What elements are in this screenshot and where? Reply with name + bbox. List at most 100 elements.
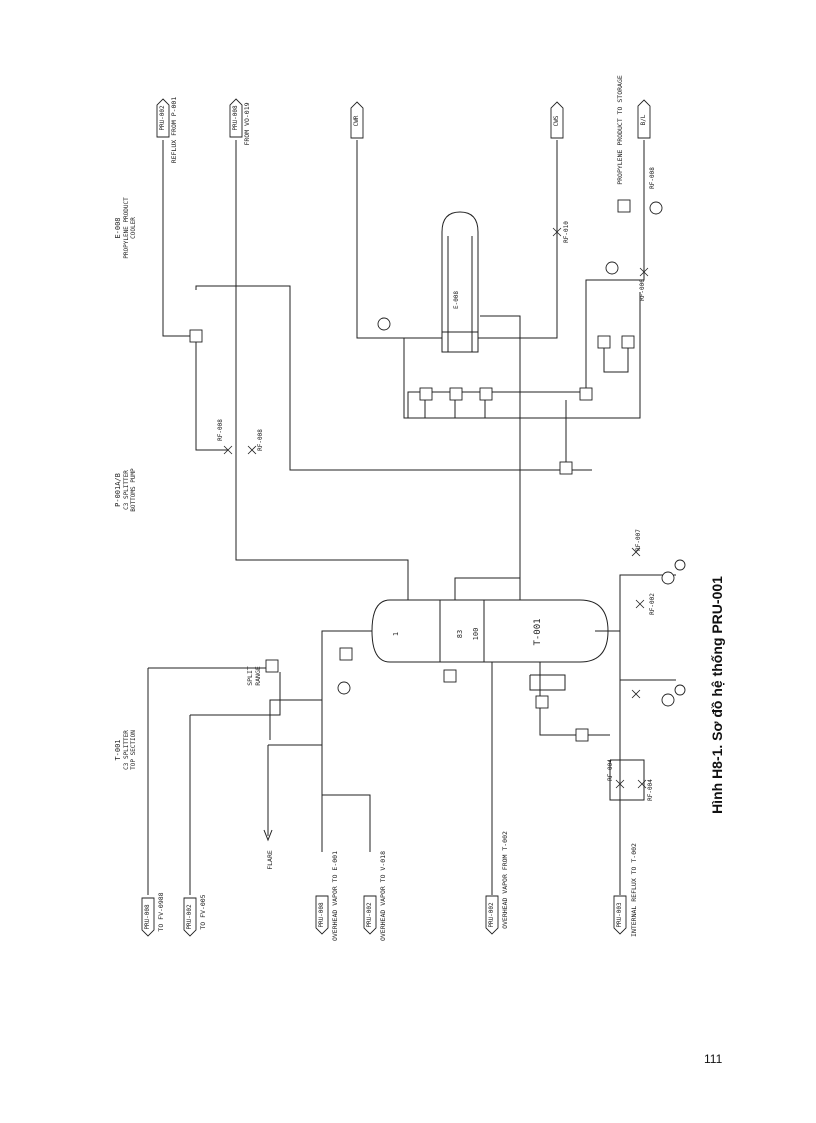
top-connector[interactable]: CWR [350,101,364,139]
instrument-box[interactable] [419,387,433,401]
svg-text:TOP SECTION: TOP SECTION [130,730,137,770]
instrument-box[interactable] [535,695,549,709]
valve-tag: RF-002 [649,593,656,615]
bottom-connector[interactable]: PRU-002 TO FV-005 [183,894,207,937]
instrument-box[interactable] [575,728,589,742]
svg-text:P-001A/B: P-001A/B [114,473,122,507]
tray-100: 100 [472,628,480,641]
top-connector-tag: CWS [553,115,560,126]
svg-text:PROPYLENE PRODUCT: PROPYLENE PRODUCT [123,197,130,259]
bottom-connector-tag: PRU-002 [186,904,193,930]
valve-symbol[interactable] [637,779,647,789]
valve-tag: RF-008 [649,167,656,189]
valve-tags: RF-008 RF-008 RF-010 RF-004 RF-004 RF-00… [217,167,656,801]
bottom-connector-tag: PRU-008 [144,904,151,930]
svg-text:SPLIT: SPLIT [246,666,254,686]
flare-outlet: FLARE [263,829,274,870]
top-connector-label: FROM VO-019 [243,102,251,145]
instrument-circle[interactable] [661,693,675,707]
top-connector-label: PROPYLENE PRODUCT TO STORAGE [616,75,624,185]
top-connector[interactable]: PRU-002 REFLUX FROM P-001 [156,97,178,164]
instrument-box[interactable] [339,647,353,661]
bottom-connector-label: OVERHEAD VAPOR FROM T-002 [501,831,509,929]
valve-tag: RF-008 [257,429,264,451]
instruments [189,199,686,742]
bottom-connector-tag: PRU-003 [616,902,623,928]
exchanger-name: E-008 [453,291,460,309]
bottom-connector[interactable]: PRU-008 OVERHEAD VAPOR TO E-001 [315,851,339,941]
svg-text:C3 SPLITTER: C3 SPLITTER [123,730,130,770]
instrument-box[interactable] [265,659,279,673]
split-range-label: SPLIT RANGE [246,666,262,686]
svg-text:E-008: E-008 [114,217,122,238]
valves [223,227,649,789]
valve-symbol[interactable] [615,779,625,789]
svg-text:RANGE: RANGE [254,666,262,686]
valve-symbol[interactable] [223,445,233,455]
bottom-connector[interactable]: PRU-008 TO FV-0988 [141,892,165,937]
top-connector[interactable]: PRU-008 FROM VO-019 [229,98,251,146]
svg-text:C3 SPLITTER: C3 SPLITTER [123,470,130,510]
svg-text:BOTTOMS PUMP: BOTTOMS PUMP [130,468,137,512]
top-connector-label: REFLUX FROM P-001 [170,97,178,164]
svg-text:COOLER: COOLER [130,217,137,239]
bottom-connector-label: OVERHEAD VAPOR TO V-018 [379,851,387,941]
tray-83: 83 [456,630,464,638]
valve-tag: RF-006 [639,279,646,301]
instrument-box[interactable] [597,335,611,349]
bottom-connector-label: OVERHEAD VAPOR TO E-001 [331,851,339,941]
column-t-001: T-001 1 83 100 [371,599,609,663]
valve-tag: RF-004 [607,759,614,781]
overhead-label: T-001 C3 SPLITTER TOP SECTION [114,730,137,770]
exchanger-e-008: E-008 [441,211,479,353]
top-connector[interactable]: CWS [550,101,564,139]
page-number: 111 [704,1052,723,1066]
bottom-connector[interactable]: PRU-002 OVERHEAD VAPOR FROM T-002 [485,831,509,935]
bottom-connector-tag: PRU-002 [366,902,373,928]
process-lines [147,140,676,895]
bottom-connector-tag: PRU-002 [488,902,495,928]
instrument-box[interactable] [449,387,463,401]
top-connector-tag: PRU-008 [232,105,239,131]
bottom-connector-label: TO FV-005 [199,894,207,929]
instrument-circle[interactable] [661,571,675,585]
top-connector[interactable]: B/L PROPYLENE PRODUCT TO STORAGE [616,75,651,185]
instrument-circle[interactable] [337,681,351,695]
reboiler-label: E-008 PROPYLENE PRODUCT COOLER [114,197,137,259]
top-connector-tag: CWR [353,115,360,126]
pump-symbol[interactable] [674,684,686,696]
valve-tag: RF-010 [563,221,570,243]
pump-label: P-001A/B C3 SPLITTER BOTTOMS PUMP [114,468,137,512]
instrument-box[interactable] [621,335,635,349]
valve-tag: RF-004 [647,779,654,801]
bottom-connector[interactable]: PRU-003 INTERNAL REFLUX TO T-002 [613,843,638,937]
column-name: T-001 [533,618,543,645]
valve-symbol[interactable] [552,227,562,237]
instrument-circle[interactable] [649,201,663,215]
bottom-connector-tag: PRU-008 [318,902,325,928]
valve-tag: RF-008 [217,419,224,441]
bottom-connector-label: INTERNAL REFLUX TO T-002 [630,843,638,937]
instrument-box[interactable] [617,199,631,213]
figure-caption: Hình H8-1. Sơ đồ hệ thống PRU-001 [709,576,725,814]
bottom-connector[interactable]: PRU-002 OVERHEAD VAPOR TO V-018 [363,851,387,941]
instrument-circle[interactable] [377,317,391,331]
valve-symbol[interactable] [639,267,649,277]
valve-symbol[interactable] [631,547,641,557]
tray-1: 1 [392,632,400,636]
pump-symbol[interactable] [674,559,686,571]
valve-tag: RF-007 [635,529,642,551]
instrument-box[interactable] [579,387,593,401]
valve-symbol[interactable] [635,599,645,609]
instrument-box[interactable] [559,461,573,475]
instrument-box[interactable] [189,329,203,343]
top-connector-tag: PRU-002 [159,105,166,131]
valve-symbol[interactable] [631,689,641,699]
instrument-box[interactable] [479,387,493,401]
valve-symbol[interactable] [247,445,257,455]
instrument-circle[interactable] [605,261,619,275]
bottom-connector-label: TO FV-0988 [157,892,165,931]
flare-label: FLARE [266,850,274,870]
instrument-box[interactable] [443,669,457,683]
